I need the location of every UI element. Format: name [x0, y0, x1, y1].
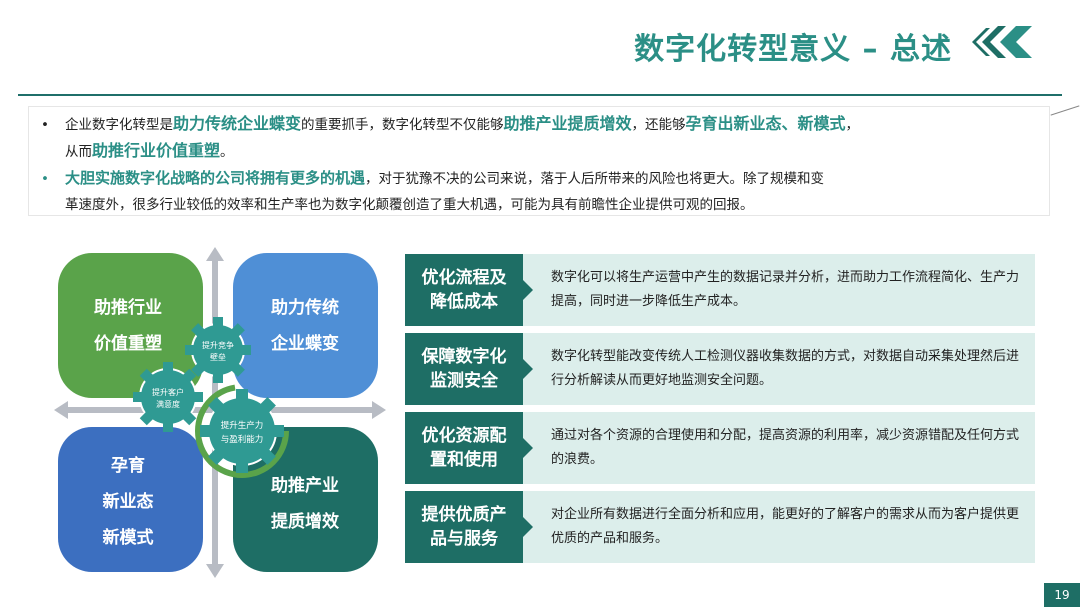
- header-divider: [18, 94, 1062, 96]
- benefit-row-2: 保障数字化监测安全 数字化转型能改变传统人工检测仪器收集数据的方式，对数据自动采…: [405, 333, 1035, 405]
- q3-line2: 新业态: [103, 491, 154, 512]
- divider-tail: [1050, 105, 1080, 116]
- gear3-line1: 提升生产力: [221, 420, 264, 431]
- gear1-line2: 壁垒: [210, 352, 226, 362]
- benefit-label-4: 提供优质产品与服务: [405, 491, 533, 563]
- intro-bullet-1: •企业数字化转型是助力传统企业蝶变的重要抓手，数字化转型不仅能够助推产业提质增效…: [41, 114, 860, 133]
- q4-line1: 助推产业: [271, 475, 339, 496]
- chevron-decoration-icon: [972, 26, 1032, 58]
- quadrant-top-right: [233, 253, 378, 398]
- gear-customer: 提升客户 满意度: [133, 362, 203, 432]
- benefit-label-1: 优化流程及降低成本: [405, 254, 533, 326]
- gear2-line2: 满意度: [156, 399, 180, 409]
- quadrant-top-left: [58, 253, 203, 398]
- gear-productivity: 提升生产力 与盈利能力: [195, 384, 289, 478]
- gear3-line2: 与盈利能力: [221, 434, 264, 445]
- gear2-line1: 提升客户: [152, 387, 184, 397]
- benefit-label-3: 优化资源配置和使用: [405, 412, 533, 484]
- benefit-row-1: 优化流程及降低成本 数字化可以将生产运营中产生的数据记录并分析，进而助力工作流程…: [405, 254, 1035, 326]
- intro-bullet-2-cont: 革速度外，很多行业较低的效率和生产率也为数字化颠覆创造了重大机遇，可能为具有前瞻…: [65, 197, 754, 213]
- benefit-row-3: 优化资源配置和使用 通过对各个资源的合理使用和分配，提高资源的利用率，减少资源错…: [405, 412, 1035, 484]
- benefit-desc-2: 数字化转型能改变传统人工检测仪器收集数据的方式，对数据自动采集处理然后进行分析解…: [551, 349, 1020, 388]
- q1-line1: 助推行业: [94, 297, 162, 318]
- q1-line2: 价值重塑: [94, 333, 162, 354]
- q3-line1: 孕育: [111, 455, 145, 476]
- q2-line1: 助力传统: [271, 297, 339, 318]
- intro-panel: •企业数字化转型是助力传统企业蝶变的重要抓手，数字化转型不仅能够助推产业提质增效…: [28, 106, 1050, 216]
- page-number: 19: [1044, 583, 1080, 607]
- gear-competitiveness: 提升竞争 壁垒: [185, 317, 251, 383]
- q2-line2: 企业蝶变: [270, 333, 339, 354]
- q3-line3: 新模式: [103, 527, 154, 548]
- page-title: 数字化转型意义 – 总述: [634, 32, 952, 67]
- benefit-desc-3: 通过对各个资源的合理使用和分配，提高资源的利用率，减少资源错配及任何方式的浪费。: [551, 428, 1020, 467]
- value-quadrant-diagram: 助推行业 价值重塑 助力传统 企业蝶变 孕育 新业态 新模式 助推产业 提质增效…: [54, 247, 386, 578]
- intro-bullet-2: •大胆实施数字化战略的公司将拥有更多的机遇，对于犹豫不决的公司来说，落于人后所带…: [41, 169, 825, 187]
- intro-bullet-1-cont: 从而助推行业价值重塑。: [65, 141, 234, 160]
- gear1-line1: 提升竞争: [202, 340, 234, 350]
- benefit-label-2: 保障数字化监测安全: [405, 333, 533, 405]
- benefit-desc-1: 数字化可以将生产运营中产生的数据记录并分析，进而助力工作流程简化、生产力提高，同…: [551, 270, 1020, 309]
- q4-line2: 提质增效: [271, 511, 339, 532]
- quadrant-bottom-left: [58, 427, 203, 572]
- benefit-row-4: 提供优质产品与服务 对企业所有数据进行全面分析和应用，能更好的了解客户的需求从而…: [405, 491, 1035, 563]
- benefit-desc-4: 对企业所有数据进行全面分析和应用，能更好的了解客户的需求从而为客户提供更优质的产…: [551, 507, 1020, 546]
